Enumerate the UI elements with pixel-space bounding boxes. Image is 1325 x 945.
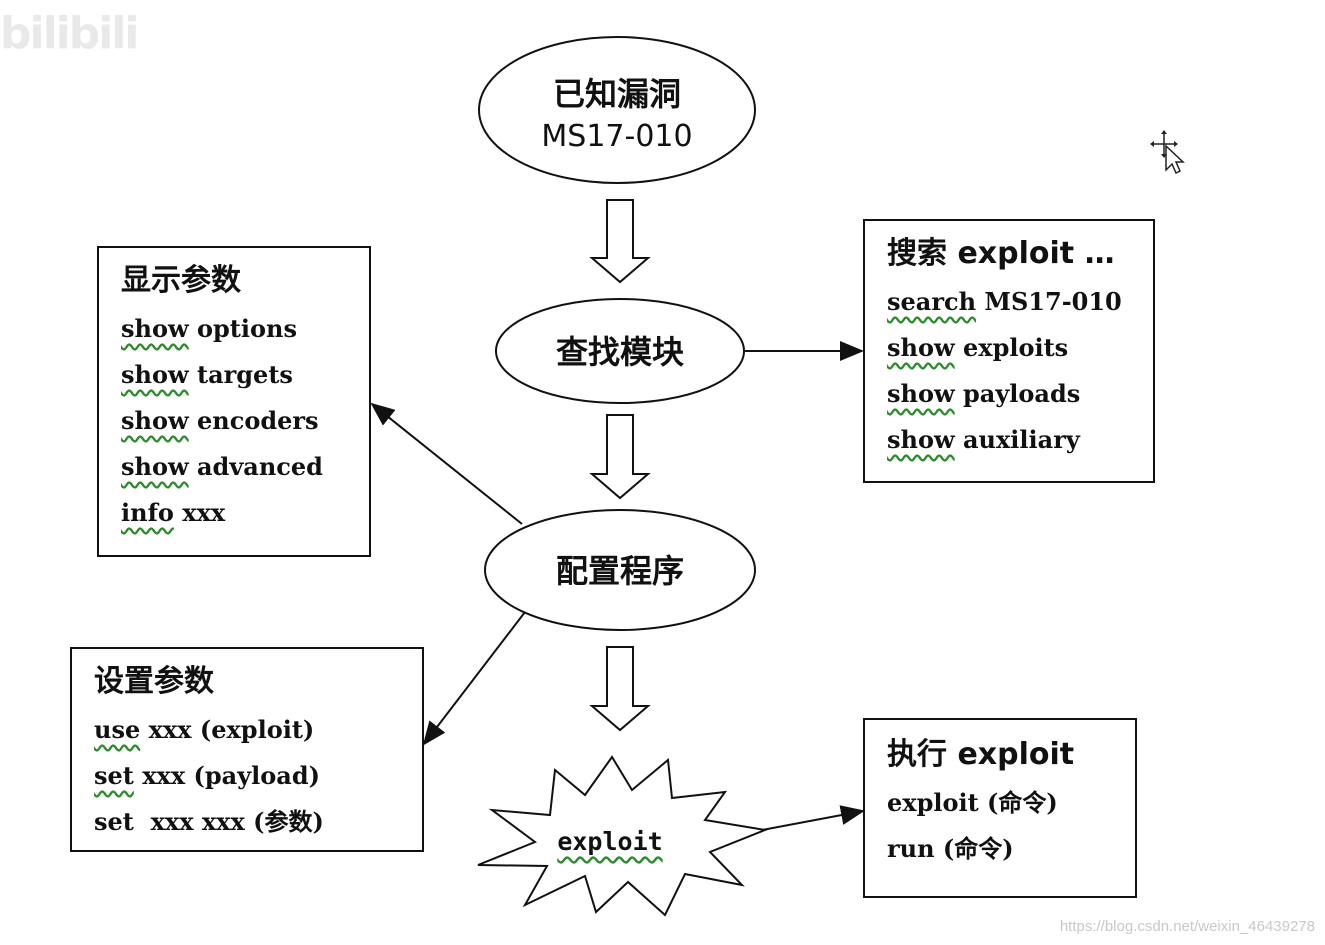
command-line: search MS17-010 — [887, 279, 1153, 325]
command-args: advanced — [188, 452, 323, 481]
known-vuln-sub: MS17-010 — [541, 119, 693, 154]
known-vuln-title: 已知漏洞 — [552, 75, 681, 113]
command-keyword: set — [94, 761, 134, 790]
arrow-to-exec-box — [761, 805, 865, 831]
command-line: show auxiliary — [887, 417, 1153, 463]
execute-box: 执行 exploit exploit (命令) run (命令) — [863, 718, 1137, 898]
command-line: exploit (命令) — [887, 780, 1135, 826]
command-args: set xxx xxx (参数) — [94, 807, 324, 836]
down-arrow-3 — [589, 646, 651, 732]
command-line: set xxx xxx (参数) — [94, 799, 422, 845]
down-arrow-1 — [589, 199, 651, 284]
command-args: payloads — [954, 379, 1081, 408]
command-args: xxx (payload) — [133, 761, 320, 790]
command-line: show advanced — [121, 444, 369, 490]
command-line: set xxx (payload) — [94, 753, 422, 799]
command-args: run (命令) — [887, 834, 1014, 863]
command-keyword: show — [121, 314, 189, 343]
exploit-burst-label: exploit — [557, 827, 663, 856]
find-module-label: 查找模块 — [555, 333, 684, 371]
command-line: show exploits — [887, 325, 1153, 371]
command-line: use xxx (exploit) — [94, 707, 422, 753]
execute-title: 执行 exploit — [887, 737, 1075, 772]
known-vuln-label: 已知漏洞 MS17-010 — [479, 72, 755, 158]
command-keyword: show — [887, 425, 955, 454]
command-keyword: show — [121, 406, 189, 435]
config-program-label: 配置程序 — [555, 552, 684, 590]
command-args: MS17-010 — [976, 287, 1122, 316]
command-line: show options — [121, 306, 369, 352]
down-arrow-2 — [589, 414, 651, 500]
command-args: exploit (命令) — [887, 788, 1058, 817]
command-args: auxiliary — [954, 425, 1080, 454]
set-params-title: 设置参数 — [94, 664, 214, 699]
command-keyword: show — [887, 333, 955, 362]
exploit-burst-shape — [477, 755, 769, 917]
execute-lines: exploit (命令) run (命令) — [887, 780, 1135, 872]
command-args: options — [188, 314, 297, 343]
command-line: show payloads — [887, 371, 1153, 417]
command-args: targets — [188, 360, 293, 389]
command-args: xxx — [173, 498, 226, 527]
set-params-lines: use xxx (exploit)set xxx (payload)set xx… — [94, 707, 422, 845]
search-box-title: 搜索 exploit … — [887, 236, 1115, 271]
command-line: run (命令) — [887, 826, 1135, 872]
command-line: show encoders — [121, 398, 369, 444]
command-keyword: use — [94, 715, 141, 744]
set-params-box: 设置参数 use xxx (exploit)set xxx (payload)s… — [70, 647, 424, 852]
command-keyword: search — [887, 287, 977, 316]
arrow-to-set-box — [422, 611, 526, 746]
command-keyword: show — [121, 360, 189, 389]
command-args: encoders — [188, 406, 319, 435]
bilibili-logo: bilibili — [0, 8, 139, 59]
known-vuln-ellipse — [478, 36, 756, 184]
display-params-title: 显示参数 — [121, 263, 241, 298]
move-cursor-icon — [1150, 130, 1185, 175]
command-keyword: show — [887, 379, 955, 408]
command-keyword: info — [121, 498, 174, 527]
arrow-to-display-box — [370, 402, 523, 525]
command-args: xxx (exploit) — [140, 715, 315, 744]
source-watermark: https://blog.csdn.net/weixin_46439278 — [1059, 918, 1315, 935]
config-program-ellipse — [484, 509, 756, 631]
command-keyword: show — [121, 452, 189, 481]
command-line: info xxx — [121, 490, 369, 536]
command-args: exploits — [954, 333, 1069, 362]
command-line: show targets — [121, 352, 369, 398]
